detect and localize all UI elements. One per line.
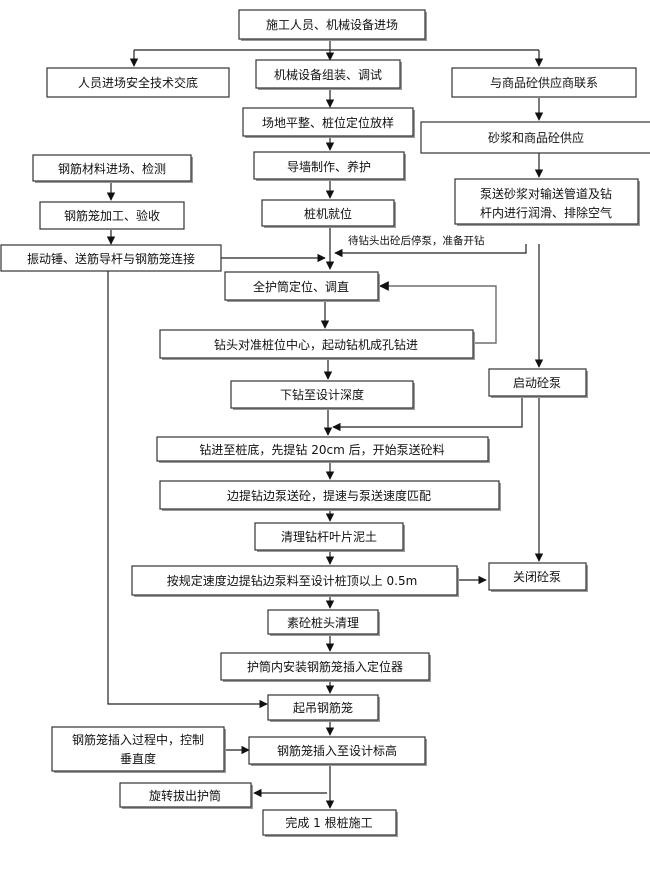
node-insert-cage: 钢筋笼插入至设计标高	[248, 736, 427, 766]
node-start-drilling: 钻头对准桩位中心，起动钻机成孔钻进	[159, 329, 475, 360]
node-casing-positioning: 全护筒定位、调直	[224, 271, 380, 302]
node-rig-positioning-label: 桩机就位	[304, 206, 352, 221]
node-verticality-control-line2: 垂直度	[120, 751, 156, 766]
node-start-pump: 启动砼泵	[488, 368, 588, 398]
node-start-drilling-label: 钻头对准桩位中心，起动钻机成孔钻进	[214, 337, 418, 352]
node-mortar-supply-label: 砂浆和商品砼供应	[488, 130, 584, 145]
arrow-to-hoist-cage	[107, 270, 268, 709]
node-verticality-control-line1: 钢筋笼插入过程中，控制	[72, 732, 204, 747]
node-verticality-control: 钢筋笼插入过程中，控制 垂直度	[51, 726, 226, 773]
node-extract-casing: 旋转拔出护筒	[119, 782, 253, 809]
annotation-stop-pump-note: 待钻头出砼后停泵，准备开钻	[348, 234, 485, 247]
node-pump-to-top: 按规定速度边提钻边泵料至设计桩顶以上 0.5m	[131, 565, 459, 597]
node-stop-pump-label: 关闭砼泵	[513, 570, 561, 584]
node-start-pouring: 钻进至桩底，先提钻 20cm 后，开始泵送砼料	[156, 436, 490, 463]
node-complete: 完成 1 根桩施工	[262, 809, 398, 837]
node-complete-label: 完成 1 根桩施工	[285, 815, 372, 830]
node-clean-pile-head: 素砼桩头清理	[267, 609, 380, 636]
node-mortar-pumping: 泵送砂浆对输送管道及钻 杆内进行润滑、排除空气	[454, 178, 640, 226]
node-clean-pile-head-label: 素砼桩头清理	[287, 615, 359, 630]
connectors	[106, 40, 544, 809]
node-supplier-contact-label: 与商品砼供应商联系	[490, 75, 598, 90]
node-start-pump-label: 启动砼泵	[513, 376, 561, 390]
node-supplier-contact: 与商品砼供应商联系	[451, 67, 637, 98]
node-cage-fabrication: 钢筋笼加工、验收	[39, 201, 185, 230]
node-guide-wall: 导墙制作、养护	[253, 151, 406, 181]
node-casing-positioning-label: 全护筒定位、调直	[253, 279, 349, 294]
arrow-pump-to-pouring	[332, 397, 523, 432]
node-clean-auger-label: 清理钻杆叶片泥土	[281, 529, 377, 544]
node-entry-label: 施工人员、机械设备进场	[266, 17, 398, 32]
node-lift-while-pumping: 边提钻边泵送砼，提速与泵送速度匹配	[159, 480, 501, 511]
node-hoist-cage-label: 起吊钢筋笼	[293, 700, 353, 715]
node-guide-wall-label: 导墙制作、养护	[287, 159, 371, 174]
arrow-mortar-to-center	[334, 244, 527, 258]
node-install-locator: 护筒内安装钢筋笼插入定位器	[220, 652, 431, 682]
node-insert-cage-label: 钢筋笼插入至设计标高	[277, 743, 397, 758]
node-hoist-cage: 起吊钢筋笼	[267, 694, 380, 722]
node-rebar-inspection: 钢筋材料进场、检测	[32, 154, 193, 183]
node-start-pouring-label: 钻进至桩底，先提钻 20cm 后，开始泵送砼料	[199, 442, 444, 457]
node-drill-to-depth: 下钻至设计深度	[230, 380, 415, 410]
node-lift-while-pumping-label: 边提钻边泵送砼，提速与泵送速度匹配	[227, 488, 431, 503]
node-safety-briefing: 人员进场安全技术交底	[46, 67, 230, 98]
node-mortar-pumping-line1: 泵送砂浆对输送管道及钻	[480, 186, 612, 201]
node-pump-to-top-label: 按规定速度边提钻边泵料至设计桩顶以上 0.5m	[167, 573, 418, 588]
node-equipment-assembly-label: 机械设备组装、调试	[274, 67, 382, 82]
node-install-locator-label: 护筒内安装钢筋笼插入定位器	[247, 659, 403, 674]
node-stop-pump: 关闭砼泵	[488, 562, 588, 592]
node-extract-casing-label: 旋转拔出护筒	[149, 788, 221, 803]
node-rig-positioning: 桩机就位	[261, 199, 396, 228]
node-safety-briefing-label: 人员进场安全技术交底	[78, 75, 198, 90]
node-mortar-supply: 砂浆和商品砼供应	[420, 121, 650, 154]
node-mortar-pumping-line2: 杆内进行润滑、排除空气	[480, 205, 612, 220]
node-vibro-hammer-label: 振动锤、送筋导杆与钢筋笼连接	[27, 251, 195, 266]
node-rebar-inspection-label: 钢筋材料进场、检测	[58, 161, 166, 176]
arrow-redrill-loop	[379, 281, 497, 344]
node-drill-to-depth-label: 下钻至设计深度	[280, 387, 364, 402]
node-equipment-assembly: 机械设备组装、调试	[255, 59, 402, 90]
node-cage-fabrication-label: 钢筋笼加工、验收	[64, 208, 160, 223]
node-site-leveling: 场地平整、桩位定位放样	[242, 107, 415, 138]
node-clean-auger: 清理钻杆叶片泥土	[254, 522, 405, 552]
node-site-leveling-label: 场地平整、桩位定位放样	[262, 115, 394, 130]
node-vibro-hammer: 振动锤、送筋导杆与钢筋笼连接	[0, 244, 222, 272]
node-entry: 施工人员、机械设备进场	[238, 9, 427, 41]
